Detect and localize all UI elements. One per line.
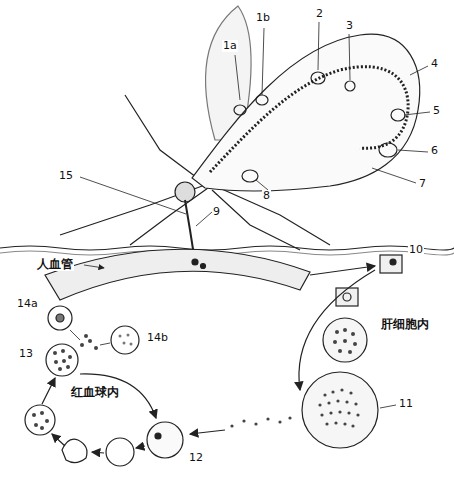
callout-number: 11: [398, 398, 414, 410]
callout-number: 15: [58, 170, 74, 182]
callout-number: 2: [315, 8, 324, 20]
callout-number: 8: [262, 190, 271, 202]
region-label: 人血管: [36, 258, 74, 271]
callout-number: 6: [430, 145, 439, 157]
callout-number: 13: [18, 348, 34, 360]
callout-number: 14a: [16, 298, 39, 310]
callout-number: 3: [345, 20, 354, 32]
callout-number: 1a: [222, 40, 238, 52]
callout-number: 5: [432, 105, 441, 117]
callout-number: 10: [408, 244, 424, 256]
region-label: 红血球内: [70, 386, 120, 399]
callout-number: 14b: [146, 332, 169, 344]
callout-number: 7: [418, 178, 427, 190]
callout-number: 4: [430, 58, 439, 70]
callout-number: 1b: [255, 12, 271, 24]
callout-number: 12: [188, 452, 204, 464]
callout-number: 9: [212, 206, 221, 218]
region-label: 肝细胞内: [380, 318, 430, 331]
